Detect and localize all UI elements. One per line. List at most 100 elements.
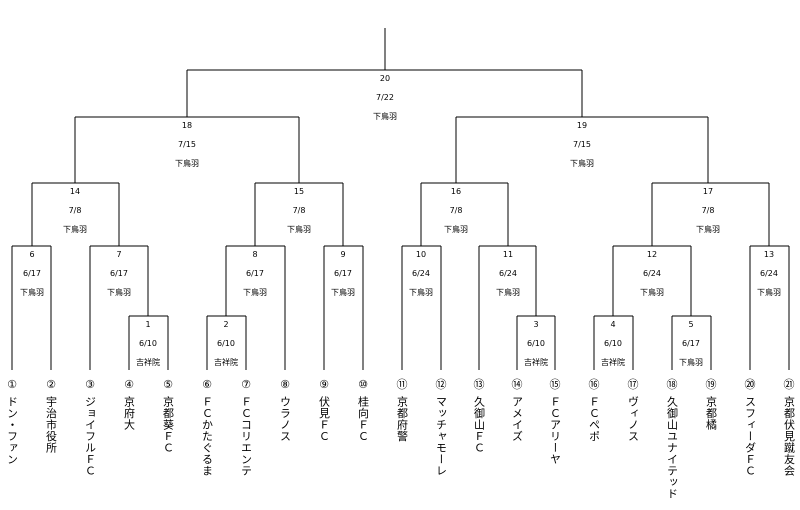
- match-6-date: 6/17: [23, 269, 41, 278]
- match-1-number: 1: [145, 320, 150, 329]
- match-15-number: 15: [294, 187, 304, 196]
- match-2-venue: 吉祥院: [214, 357, 238, 367]
- team-20-name: スフィーダＦＣ: [744, 396, 757, 477]
- team-8-number: ⑧: [280, 378, 290, 391]
- team-2-number: ②: [46, 378, 56, 391]
- team-8-name: ウラノス: [279, 396, 292, 442]
- match-4-date: 6/10: [604, 339, 622, 348]
- team-6-name: ＦＣかたぐるま: [201, 396, 214, 477]
- match-17-venue: 下鳥羽: [696, 224, 720, 234]
- team-11-name: 京都府警: [396, 395, 409, 442]
- team-18-number: ⑱: [667, 378, 678, 391]
- team-12-number: ⑫: [436, 378, 447, 391]
- team-14-number: ⑭: [512, 378, 523, 391]
- team-7-number: ⑦: [241, 378, 251, 391]
- match-17-date: 7/8: [702, 206, 715, 215]
- match-11-number: 11: [503, 250, 513, 259]
- team-21-number: ㉑: [784, 378, 795, 391]
- match-12-number: 12: [647, 250, 657, 259]
- team-4-name: 京府大: [123, 395, 136, 431]
- match-7-venue: 下鳥羽: [107, 287, 131, 297]
- match-9-number: 9: [340, 250, 345, 259]
- team-17-name: ヴィノス: [627, 396, 640, 442]
- match-16-number: 16: [451, 187, 461, 196]
- match-2-date: 6/10: [217, 339, 235, 348]
- team-16-number: ⑯: [589, 378, 600, 391]
- team-17-number: ⑰: [628, 378, 639, 391]
- team-15-name: ＦＣアリーヤ: [549, 396, 562, 465]
- match-20-number: 20: [380, 74, 390, 83]
- team-16-name: ＦＣペポ: [588, 396, 601, 442]
- match-17-number: 17: [703, 187, 713, 196]
- team-21-name: 京都伏見蹴友会: [783, 395, 796, 477]
- match-1-venue: 吉祥院: [136, 357, 160, 367]
- team-1-name: ドン・ファン: [6, 396, 19, 465]
- match-8-venue: 下鳥羽: [243, 287, 267, 297]
- team-9-name: 伏見ＦＣ: [318, 395, 331, 442]
- team-18-name: 久御山ユナイテッド: [666, 396, 679, 500]
- team-9-number: ⑨: [319, 378, 329, 391]
- team-15-number: ⑮: [550, 378, 561, 391]
- match-13-number: 13: [764, 250, 774, 259]
- team-5-name: 京都葵ＦＣ: [162, 395, 175, 454]
- match-3-venue: 吉祥院: [524, 357, 548, 367]
- team-4-number: ④: [124, 378, 134, 391]
- match-12-venue: 下鳥羽: [640, 287, 664, 297]
- team-5-number: ⑤: [163, 378, 173, 391]
- match-8-number: 8: [252, 250, 257, 259]
- match-3-date: 6/10: [527, 339, 545, 348]
- match-16-date: 7/8: [450, 206, 463, 215]
- team-10-number: ⑩: [358, 378, 368, 391]
- match-14-date: 7/8: [69, 206, 82, 215]
- team-10-name: 桂向ＦＣ: [357, 395, 370, 442]
- match-19-venue: 下鳥羽: [570, 158, 594, 168]
- match-13-venue: 下鳥羽: [757, 287, 781, 297]
- team-11-number: ⑪: [397, 378, 408, 391]
- match-20-venue: 下鳥羽: [373, 111, 397, 121]
- match-4-number: 4: [610, 320, 615, 329]
- match-9-venue: 下鳥羽: [331, 287, 355, 297]
- match-15-venue: 下鳥羽: [287, 224, 311, 234]
- match-4-venue: 吉祥院: [601, 357, 625, 367]
- match-13-date: 6/24: [760, 269, 778, 278]
- team-7-name: ＦＣコリエンテ: [240, 396, 253, 477]
- match-6-number: 6: [29, 250, 34, 259]
- match-10-venue: 下鳥羽: [409, 287, 433, 297]
- match-20-date: 7/22: [376, 93, 394, 102]
- match-18-venue: 下鳥羽: [175, 158, 199, 168]
- match-16-venue: 下鳥羽: [444, 224, 468, 234]
- match-12-date: 6/24: [643, 269, 661, 278]
- team-12-name: マッチャモーレ: [435, 396, 448, 477]
- team-3-number: ③: [85, 378, 95, 391]
- match-15-date: 7/8: [293, 206, 306, 215]
- match-11-venue: 下鳥羽: [496, 287, 520, 297]
- match-19-date: 7/15: [573, 140, 591, 149]
- match-8-date: 6/17: [246, 269, 264, 278]
- team-2-name: 宇治市役所: [45, 396, 58, 454]
- match-18-number: 18: [182, 121, 192, 130]
- team-20-number: ⑳: [745, 378, 756, 391]
- team-1-number: ①: [7, 378, 17, 391]
- team-13-number: ⑬: [474, 378, 485, 391]
- team-14-name: アメイズ: [511, 396, 524, 442]
- match-7-number: 7: [116, 250, 121, 259]
- match-19-number: 19: [577, 121, 587, 130]
- match-1-date: 6/10: [139, 339, 157, 348]
- team-19-number: ⑲: [706, 378, 717, 391]
- match-18-date: 7/15: [178, 140, 196, 149]
- match-5-date: 6/17: [682, 339, 700, 348]
- match-11-date: 6/24: [499, 269, 517, 278]
- match-9-date: 6/17: [334, 269, 352, 278]
- team-6-number: ⑥: [202, 378, 212, 391]
- match-3-number: 3: [533, 320, 538, 329]
- team-13-name: 久御山ＦＣ: [473, 396, 486, 454]
- match-5-number: 5: [688, 320, 693, 329]
- match-14-number: 14: [70, 187, 80, 196]
- match-7-date: 6/17: [110, 269, 128, 278]
- match-2-number: 2: [223, 320, 228, 329]
- match-14-venue: 下鳥羽: [63, 224, 87, 234]
- match-6-venue: 下鳥羽: [20, 287, 44, 297]
- match-10-number: 10: [416, 250, 426, 259]
- team-3-name: ジョイフルＦＣ: [84, 396, 97, 477]
